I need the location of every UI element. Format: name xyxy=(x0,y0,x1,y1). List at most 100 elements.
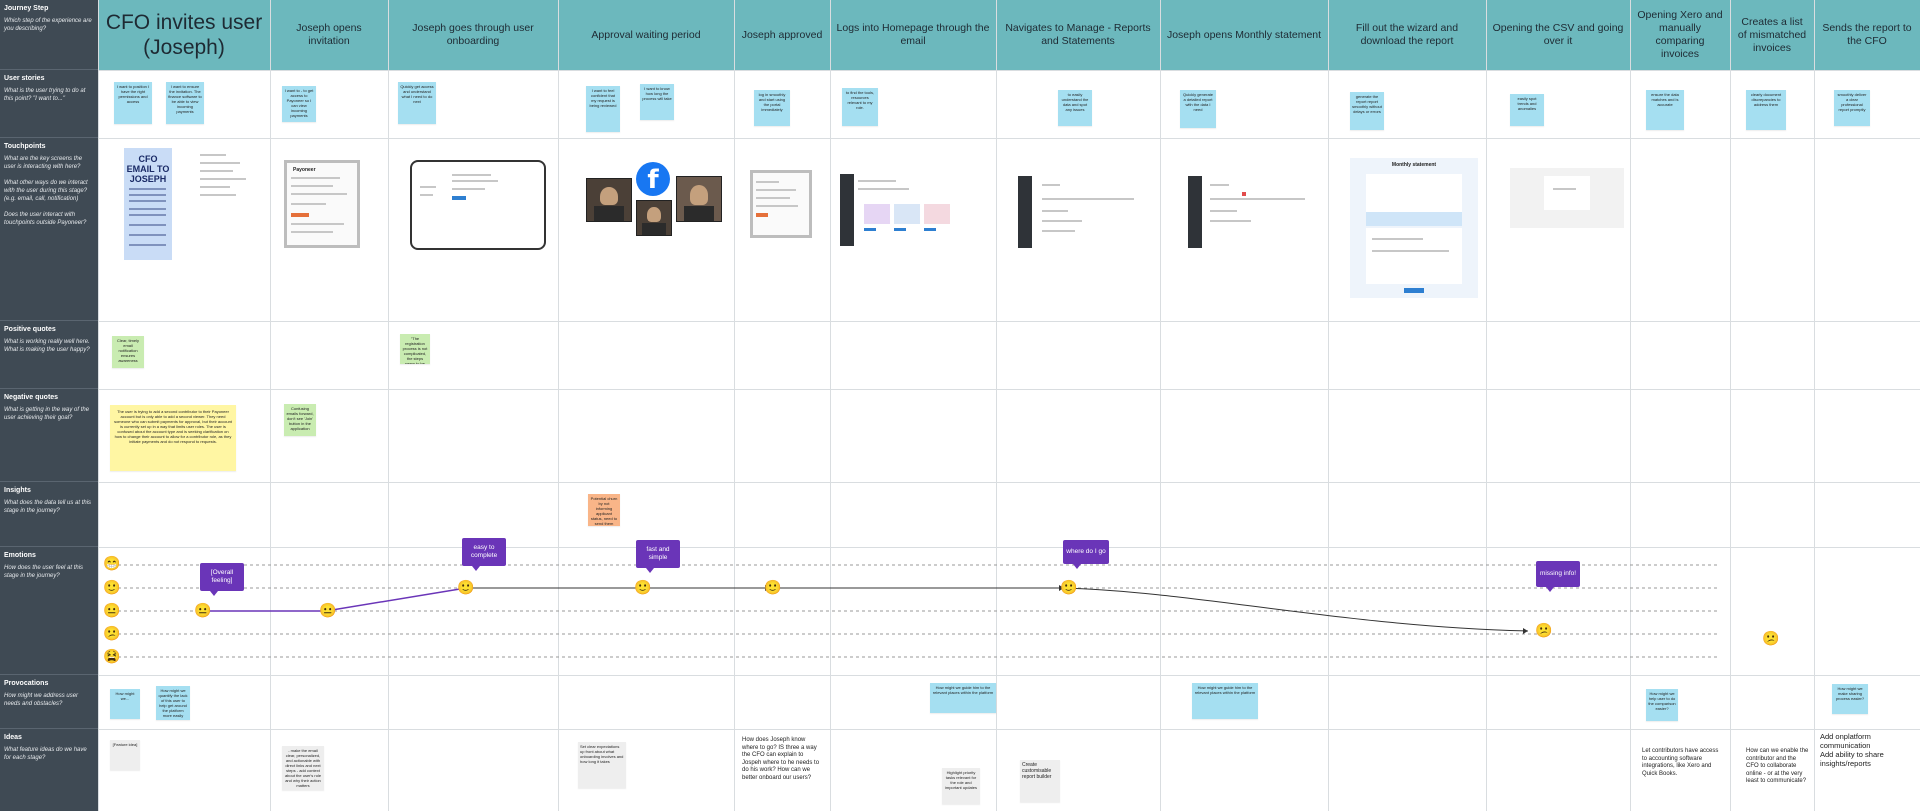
csv-mockup xyxy=(1510,168,1624,228)
row-divider xyxy=(98,482,1920,483)
row-label-title: Touchpoints xyxy=(4,143,46,150)
emotion-path-arrow xyxy=(1063,587,1529,632)
arrowhead xyxy=(637,585,642,591)
sticky-note: Set clear expectations up front about wh… xyxy=(578,742,626,788)
column-divider xyxy=(1814,0,1815,811)
stage-header-band xyxy=(98,0,1920,70)
row-label-question: What is the user trying to do at this po… xyxy=(4,88,86,102)
stage-title: Fill out the wizard and download the rep… xyxy=(1355,22,1459,47)
sticky-note: - make the email clear, personalized, an… xyxy=(282,746,324,790)
stage-title: Joseph opens Monthly statement xyxy=(1166,28,1322,41)
column-divider xyxy=(270,0,271,811)
invitation-email-mockup: Payoneer xyxy=(284,160,360,248)
payoneer-label: Payoneer xyxy=(293,167,316,173)
row-divider xyxy=(98,321,1920,322)
row-label-title: Negative quotes xyxy=(4,394,59,401)
column-divider xyxy=(996,0,997,811)
face-happy-icon: 🙂 xyxy=(457,579,475,595)
row-divider xyxy=(98,729,1920,730)
stage-title: Joseph opens invitation xyxy=(296,22,362,47)
sticky-note: How might we... xyxy=(110,689,140,719)
emotion-bubble: fast and simple xyxy=(636,540,680,573)
row-label-question: What does the data tell us at this stage… xyxy=(4,500,92,514)
face-sad-icon: 😕 xyxy=(1535,622,1553,638)
column-divider xyxy=(98,0,99,811)
approved-email-mockup xyxy=(750,170,812,238)
row-label-question: What is getting in the way of the user a… xyxy=(4,407,90,421)
row-label-question: How does the user feel at this stage in … xyxy=(4,565,84,579)
wizard-title: Monthly statement xyxy=(1391,162,1437,168)
face-frustrated-icon: 😫 xyxy=(103,648,121,664)
stage-title: Logs into Homepage through the email xyxy=(836,22,990,47)
facebook-icon: f xyxy=(636,162,670,196)
column-divider xyxy=(1730,0,1731,811)
homepage-mockup xyxy=(840,174,968,246)
sticky-note: Confusing emails forward, don't see 'Joi… xyxy=(284,404,316,436)
stage-title: Navigates to Manage - Reports and Statem… xyxy=(1005,22,1151,47)
row-label-insights: Insights What does the data tell us at t… xyxy=(0,482,98,547)
row-divider xyxy=(98,389,1920,390)
row-label-title: Provocations xyxy=(4,680,49,687)
sticky-note: Create customisable report builder xyxy=(1020,760,1060,802)
sticky-note: Quickly generate a detailed report with … xyxy=(1180,90,1216,128)
permissions-screen-mockup xyxy=(196,148,262,210)
stage-title: Opening the CSV and going over it xyxy=(1492,22,1624,47)
idea-text: How can we enable the contributor and th… xyxy=(1746,748,1809,784)
sticky-note: I want to ensure the invitation. The fin… xyxy=(166,82,204,124)
row-label-emotions: Emotions How does the user feel at this … xyxy=(0,547,98,675)
sticky-note: to easily understand the data and spot a… xyxy=(1058,90,1092,126)
row-label-title: Ideas xyxy=(4,734,22,741)
row-label-title: Journey Step xyxy=(4,5,49,12)
arrowhead xyxy=(1523,628,1528,634)
row-label-user-stories: User stories What is the user trying to … xyxy=(0,70,98,138)
sticky-note: Potential churn by not informing applica… xyxy=(588,494,620,526)
row-label-question: Which step of the experience are you des… xyxy=(4,18,92,32)
row-divider xyxy=(98,547,1920,548)
stage-title: Sends the report to the CFO xyxy=(1822,22,1912,47)
sticky-note: [Feature idea] xyxy=(110,740,140,770)
sticky-note: I want to feel confident that my request… xyxy=(586,86,620,132)
stage-title: Approval waiting period xyxy=(591,28,701,41)
reports-statements-mockup xyxy=(1018,176,1150,248)
face-neutral-icon: 😐 xyxy=(103,602,121,618)
row-label-negative-quotes: Negative quotes What is getting in the w… xyxy=(0,389,98,482)
sticky-note: Clear, timely email notification ensures… xyxy=(112,336,144,368)
sticky-note: How might we make sharing process easier… xyxy=(1832,684,1868,714)
idea-text: How does Joseph know where to go? IS thr… xyxy=(742,737,820,781)
row-divider xyxy=(98,70,1920,71)
stage-title: Joseph goes through user onboarding xyxy=(412,22,534,47)
emotion-bubble: [Overall feeling] xyxy=(200,563,244,596)
row-label-title: Emotions xyxy=(4,552,36,559)
face-neutral-icon: 😐 xyxy=(194,602,212,618)
face-very-happy-icon: 😁 xyxy=(103,555,121,571)
column-divider xyxy=(1486,0,1487,811)
row-label-question: What is working really well here. What i… xyxy=(4,339,90,353)
sticky-note: I want to know how long the process will… xyxy=(640,84,674,120)
row-divider xyxy=(98,675,1920,676)
wizard-mockup: Monthly statement xyxy=(1350,158,1478,298)
column-divider xyxy=(734,0,735,811)
sticky-note: How might we quantify the lack of this u… xyxy=(156,686,190,720)
column-divider xyxy=(1160,0,1161,811)
sticky-note: I want to position I have the right perm… xyxy=(114,82,152,124)
emotion-bubble: easy to complete xyxy=(462,538,506,571)
face-happy-icon: 🙂 xyxy=(1060,579,1078,595)
cfo-email-mockup: CFO EMAIL TO JOSEPH xyxy=(124,148,172,260)
sticky-note: log in smoothly and start using the port… xyxy=(754,90,790,126)
row-label-provocations: Provocations How might we address user n… xyxy=(0,675,98,729)
face-sad-icon: 😕 xyxy=(1762,630,1780,646)
sticky-note: I want to - to get access to Payoneer so… xyxy=(282,86,316,122)
monthly-statement-mockup xyxy=(1188,176,1324,248)
sticky-note: How might we guide him to the relevant p… xyxy=(1192,683,1258,719)
row-label-journey-step: Journey Step Which step of the experienc… xyxy=(0,0,98,70)
column-divider xyxy=(1630,0,1631,811)
arrowhead xyxy=(765,585,770,591)
face-neutral-icon: 😐 xyxy=(319,602,337,618)
row-label-positive-quotes: Positive quotes What is working really w… xyxy=(0,321,98,389)
row-label-title: Positive quotes xyxy=(4,326,56,333)
idea-text: Add onplatform communication Add ability… xyxy=(1820,732,1884,768)
stage-title: Opening Xero and manually comparing invo… xyxy=(1637,9,1723,60)
stage-title: CFO invites user (Joseph) xyxy=(105,11,263,59)
row-labels-sidebar: Journey Step Which step of the experienc… xyxy=(0,0,98,811)
cfo-email-title: CFO EMAIL TO JOSEPH xyxy=(126,154,170,184)
